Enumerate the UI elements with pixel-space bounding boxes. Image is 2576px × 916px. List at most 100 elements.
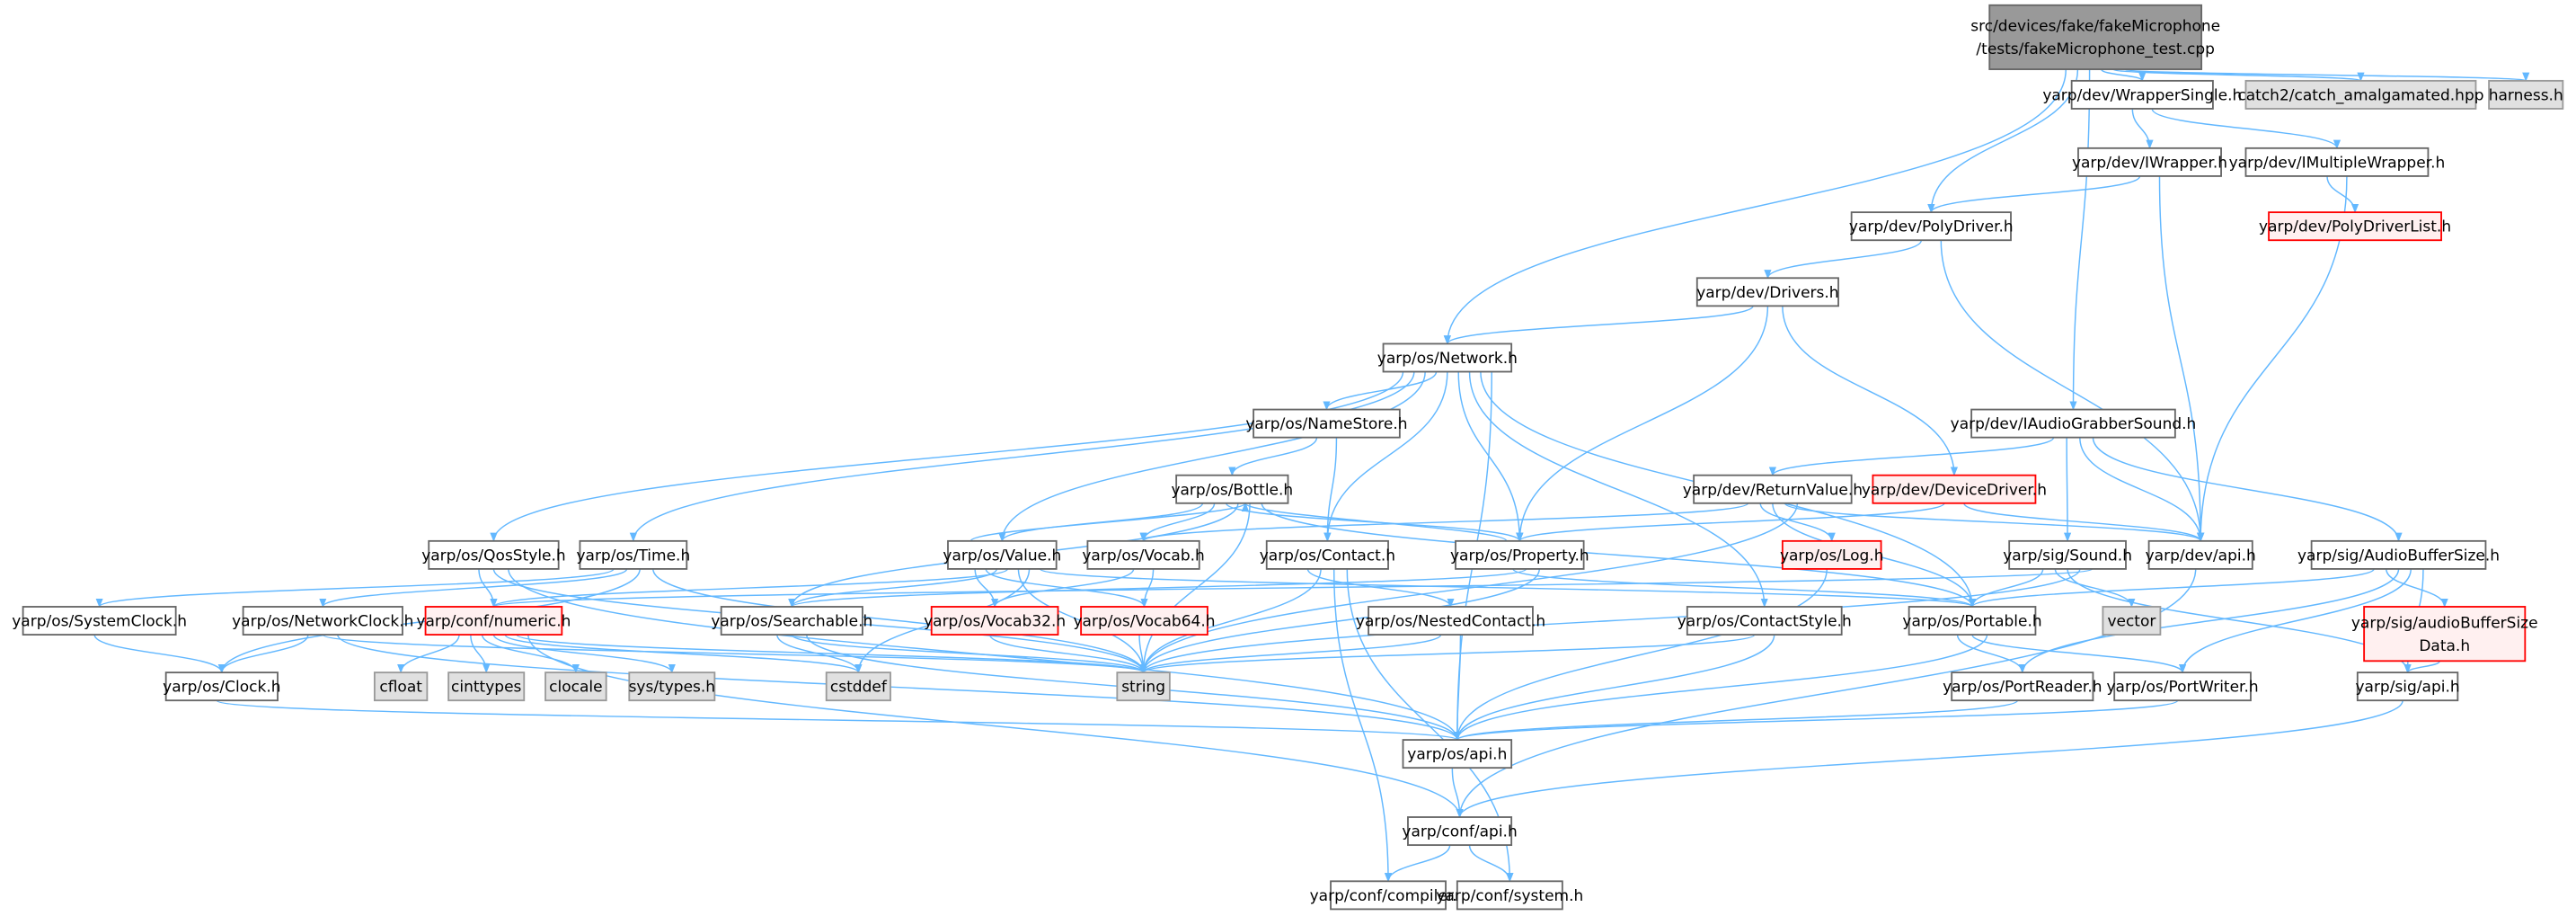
node-box — [2244, 79, 2477, 110]
node-label: sys/types.h — [629, 679, 716, 697]
node-sigapi[interactable]: yarp/sig/api.h — [2355, 671, 2460, 702]
node-box — [2363, 606, 2527, 663]
node-label: yarp/os/Network.h — [1377, 350, 1518, 368]
node-box — [720, 606, 863, 636]
node-drivers[interactable]: yarp/dev/Drivers.h — [1695, 277, 1839, 307]
node-bottle[interactable]: yarp/os/Bottle.h — [1171, 474, 1293, 504]
node-box — [2488, 79, 2564, 110]
node-iwrapper[interactable]: yarp/dev/IWrapper.h — [2072, 147, 2227, 177]
node-nestedcontact[interactable]: yarp/os/NestedContact.h — [1356, 606, 1545, 636]
node-wrappersingle[interactable]: yarp/dev/WrapperSingle.h — [2042, 79, 2242, 110]
edge-returnvalue-to-log — [1759, 502, 1836, 542]
node-box — [1265, 539, 1389, 570]
edge-portable-to-portreader — [1956, 634, 2026, 674]
node-box — [1175, 474, 1289, 504]
node-harness[interactable]: harness.h — [2488, 79, 2564, 110]
node-label: yarp/dev/api.h — [2146, 547, 2256, 565]
node-cfloat[interactable]: cfloat — [373, 671, 429, 702]
node-confapi[interactable]: yarp/conf/api.h — [1402, 816, 1518, 847]
edge-polydriver-to-drivers — [1764, 239, 1923, 280]
node-label: yarp/os/NetworkClock.h — [232, 613, 413, 631]
node-box — [1407, 816, 1513, 847]
node-networkclock[interactable]: yarp/os/NetworkClock.h — [232, 606, 413, 636]
node-compiler[interactable]: yarp/conf/compiler.h — [1310, 880, 1467, 911]
edge-wrappersingle-to-iwrapper — [2131, 108, 2154, 149]
edge-bottle-to-vocab — [1139, 502, 1216, 542]
node-label: yarp/os/Value.h — [943, 547, 1061, 565]
node-vocab64[interactable]: yarp/os/Vocab64.h — [1073, 606, 1216, 636]
node-clocale[interactable]: clocale — [544, 671, 607, 702]
edge-property-to-searchable — [788, 568, 1527, 608]
node-qosstyle[interactable]: yarp/os/QosStyle.h — [421, 539, 566, 570]
node-contact[interactable]: yarp/os/Contact.h — [1260, 539, 1395, 570]
node-returnvalue[interactable]: yarp/dev/ReturnValue.h — [1683, 474, 1863, 504]
node-label: yarp/conf/numeric.h — [416, 613, 571, 631]
edges-layer — [93, 68, 2529, 883]
node-devicedriver[interactable]: yarp/dev/DeviceDriver.h — [1862, 474, 2047, 504]
edge-network-to-contact — [1323, 371, 1448, 542]
node-osapi[interactable]: yarp/os/api.h — [1402, 739, 1513, 769]
node-root[interactable]: src/devices/fake/fakeMicrophone/tests/fa… — [1970, 4, 2220, 70]
node-string[interactable]: string — [1116, 671, 1171, 702]
edge-root-to-harness — [2124, 68, 2529, 82]
node-numeric[interactable]: yarp/conf/numeric.h — [416, 606, 571, 636]
node-box — [1330, 880, 1447, 911]
edge-numeric-to-cstddef — [504, 634, 863, 674]
node-portwriter[interactable]: yarp/os/PortWriter.h — [2107, 671, 2259, 702]
node-box — [1382, 342, 1513, 373]
node-log[interactable]: yarp/os/Log.h — [1780, 539, 1884, 570]
edge-vocab-to-vocab32 — [991, 568, 1135, 608]
node-label: yarp/dev/IAudioGrabberSound.h — [1951, 415, 2197, 433]
node-value[interactable]: yarp/os/Value.h — [943, 539, 1061, 570]
node-polydriverlist[interactable]: yarp/dev/PolyDriverList.h — [2259, 211, 2451, 242]
edge-sigapi-to-confapi — [1456, 700, 2403, 819]
edge-iwrapper-to-polydriver — [1927, 175, 2141, 214]
node-vector[interactable]: vector — [2102, 606, 2162, 636]
node-iaudiograbber[interactable]: yarp/dev/IAudioGrabberSound.h — [1951, 408, 2197, 439]
node-sound[interactable]: yarp/sig/Sound.h — [2003, 539, 2132, 570]
edge-contact-to-string — [1139, 568, 1322, 674]
node-label: yarp/os/Bottle.h — [1171, 481, 1293, 499]
node-label: yarp/os/Time.h — [576, 547, 690, 565]
node-box — [930, 606, 1059, 636]
node-box — [1951, 671, 2094, 702]
node-system[interactable]: yarp/conf/system.h — [1436, 880, 1583, 911]
node-label: clocale — [549, 679, 602, 697]
node-cinttypes[interactable]: cinttypes — [447, 671, 526, 702]
node-devapi[interactable]: yarp/dev/api.h — [2146, 539, 2256, 570]
node-searchable[interactable]: yarp/os/Searchable.h — [711, 606, 872, 636]
node-catch2[interactable]: catch2/catch_amalgamated.hpp — [2237, 79, 2484, 110]
node-property[interactable]: yarp/os/Property.h — [1450, 539, 1589, 570]
node-portable[interactable]: yarp/os/Portable.h — [1902, 606, 2042, 636]
edge-contact-to-compiler — [1332, 568, 1393, 883]
edge-portreader-to-osapi — [1453, 699, 2019, 742]
node-label: yarp/dev/PolyDriverList.h — [2259, 218, 2451, 236]
node-network[interactable]: yarp/os/Network.h — [1377, 342, 1518, 373]
node-box — [2310, 539, 2487, 570]
node-box — [2356, 671, 2459, 702]
node-portreader[interactable]: yarp/os/PortReader.h — [1943, 671, 2102, 702]
node-systemclock[interactable]: yarp/os/SystemClock.h — [12, 606, 187, 636]
node-vocab32[interactable]: yarp/os/Vocab32.h — [924, 606, 1066, 636]
node-cstddef[interactable]: cstddef — [825, 671, 891, 702]
node-namestore[interactable]: yarp/os/NameStore.h — [1245, 408, 1408, 439]
node-audiobuffersize[interactable]: yarp/sig/AudioBufferSize.h — [2297, 539, 2500, 570]
edge-sound-to-string — [1139, 568, 2081, 674]
edge-bottle-to-portable — [1261, 502, 1977, 608]
node-polydriver[interactable]: yarp/dev/PolyDriver.h — [1849, 211, 2014, 242]
edge-iwrapper-to-devapi — [2158, 175, 2205, 542]
edge-contactstyle-to-string — [1139, 634, 1756, 674]
edge-returnvalue-to-devapi — [1784, 502, 2205, 542]
edge-nestedcontact-to-osapi — [1453, 635, 1462, 742]
node-time[interactable]: yarp/os/Time.h — [576, 539, 690, 570]
node-box — [428, 539, 560, 570]
node-imultiple[interactable]: yarp/dev/IMultipleWrapper.h — [2229, 147, 2446, 177]
node-box — [424, 606, 563, 636]
node-clock[interactable]: yarp/os/Clock.h — [163, 671, 281, 702]
node-systypes[interactable]: sys/types.h — [628, 671, 716, 702]
node-contactstyle[interactable]: yarp/os/ContactStyle.h — [1677, 606, 1852, 636]
edge-devicedriver-to-property — [1516, 502, 1945, 542]
node-vocab[interactable]: yarp/os/Vocab.h — [1082, 539, 1205, 570]
